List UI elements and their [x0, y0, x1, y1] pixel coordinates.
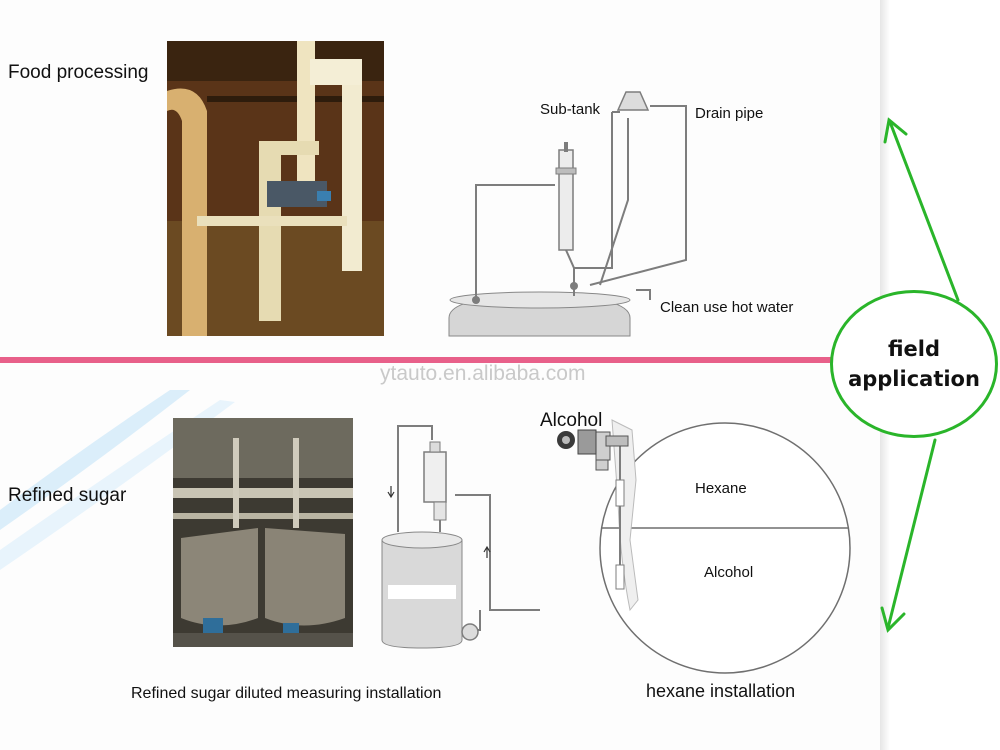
caption-hexane: hexane installation — [646, 681, 796, 701]
caption-refined-sugar: Refined sugar diluted measuring installa… — [131, 685, 442, 702]
field-application-callout: field application — [830, 290, 998, 438]
callout-line-2: application — [848, 367, 980, 391]
hexane-installation-diagram — [557, 419, 851, 674]
label-sub-tank: Sub-tank — [540, 101, 601, 118]
section-label-refined-sugar: Refined sugar — [8, 485, 127, 506]
label-hexane-diagram-title: Alcohol — [540, 410, 603, 431]
label-alcohol-layer: Alcohol — [704, 564, 754, 581]
label-hexane-layer: Hexane — [695, 480, 747, 497]
callout-line-1: field — [887, 337, 941, 361]
watermark: ytauto.en.alibaba.com — [380, 362, 586, 385]
label-drain-pipe: Drain pipe — [695, 105, 764, 122]
label-clean-hot-water: Clean use hot water — [660, 299, 794, 316]
refined-sugar-photo — [173, 418, 353, 647]
food-processing-photo — [167, 41, 384, 336]
sugar-installation-diagram — [381, 425, 540, 649]
top-process-diagram — [448, 91, 687, 337]
section-divider — [0, 357, 850, 363]
section-label-food-processing: Food processing — [8, 62, 149, 83]
